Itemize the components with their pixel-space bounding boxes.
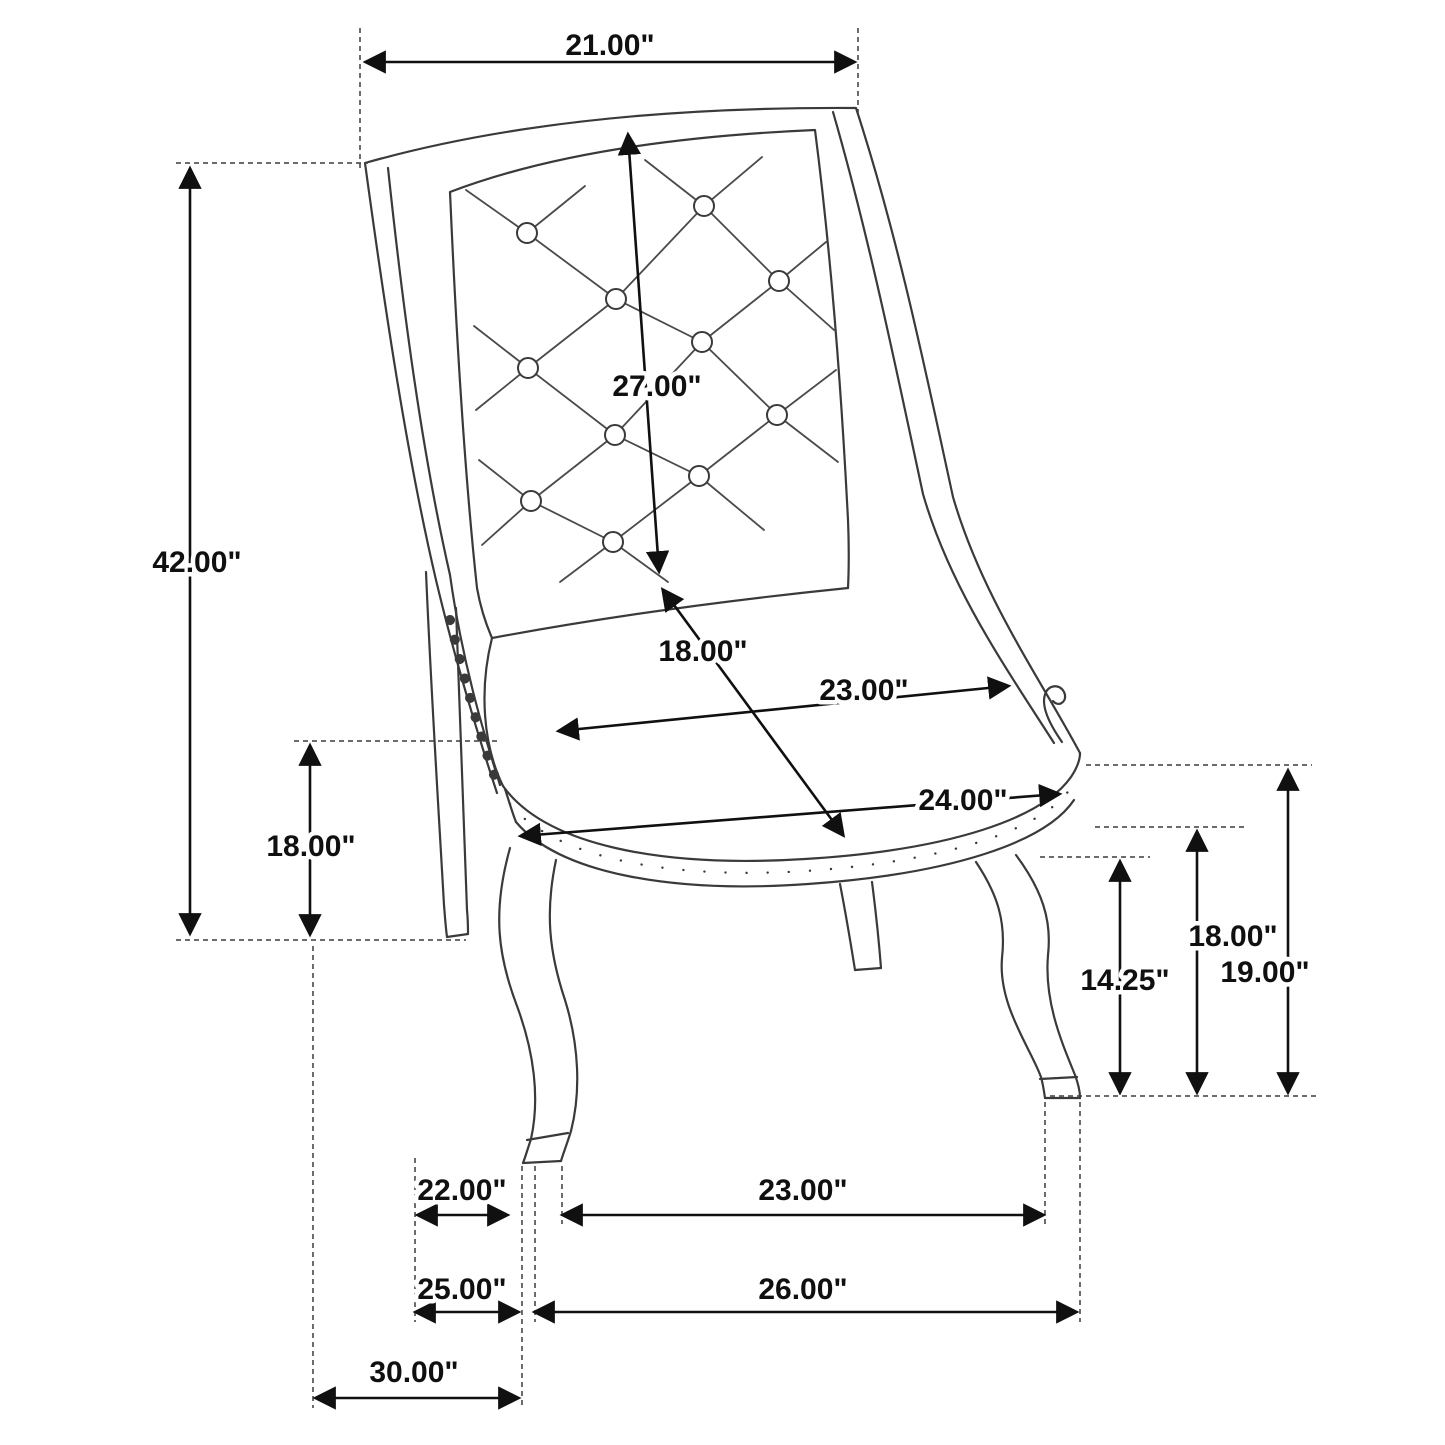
dim-label-seat-width: 23.00"	[819, 674, 908, 707]
dim-label-seat-diagonal: 18.00"	[658, 635, 747, 668]
dim-arrow-seat-width	[555, 676, 1012, 741]
dim-label-top-width: 21.00"	[565, 29, 654, 62]
dim-arrow-seat-front-width	[517, 783, 1063, 847]
dim-label-overall-height: 42.00"	[152, 546, 241, 579]
dim-arrow-back-diagonal	[617, 131, 670, 575]
dim-label-floor-to-arm-right: 18.00"	[1188, 920, 1277, 953]
rear-left-leg	[424, 570, 470, 939]
dim-label-depth-to-front-leg: 25.00"	[417, 1273, 506, 1306]
back-outline	[363, 106, 1082, 795]
back-roll-left	[386, 166, 502, 787]
dim-label-back-leg-offset: 22.00"	[417, 1174, 506, 1207]
front-right-leg	[974, 853, 1082, 1100]
back-roll-right	[831, 110, 1056, 745]
dim-label-floor-to-seat-front: 19.00"	[1220, 956, 1309, 989]
seat-rail-left-cap	[503, 787, 518, 824]
dim-label-seat-height-left: 18.00"	[266, 830, 355, 863]
front-left-leg	[498, 846, 579, 1165]
dimension-labels: 21.00" 42.00" 27.00" 18.00" 23.00" 24.00…	[148, 25, 1314, 1394]
extension-lines	[176, 28, 1318, 1408]
dim-label-front-width-outer: 26.00"	[758, 1273, 847, 1306]
rear-right-leg	[838, 880, 883, 972]
seat-back-junction	[490, 586, 850, 640]
dim-label-back-diagonal: 27.00"	[612, 370, 701, 403]
dimension-arrows	[178, 50, 1300, 1410]
dim-label-front-leg-span: 23.00"	[758, 1174, 847, 1207]
nailhead-trim-wing-inner	[447, 617, 500, 786]
dim-label-seat-front-width: 24.00"	[918, 784, 1007, 817]
dim-label-floor-to-apron: 14.25"	[1080, 964, 1169, 997]
arm-scroll	[1042, 685, 1067, 744]
dim-label-overall-depth: 30.00"	[369, 1356, 458, 1389]
